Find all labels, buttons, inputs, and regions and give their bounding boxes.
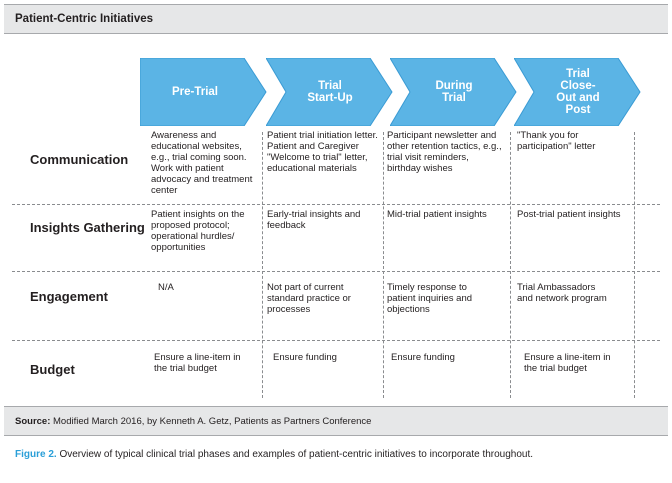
title-bar: Patient-Centric Initiatives <box>4 4 668 34</box>
row-label-budget: Budget <box>30 362 75 377</box>
cell-communication-close-out: "Thank you for participation" letter <box>517 130 596 152</box>
source-text: Source: Modified March 2016, by Kenneth … <box>15 416 371 427</box>
cell-budget-pre-trial: Ensure a line-item in the trial budget <box>154 352 241 374</box>
cell-budget-during: Ensure funding <box>391 352 455 363</box>
row-label-communication: Communication <box>30 152 129 167</box>
row-label-insights-gathering: Insights Gathering <box>30 220 145 235</box>
source-value: Modified March 2016, by Kenneth A. Getz,… <box>53 416 372 427</box>
cell-insights-start-up: Early-trial insights and feedback <box>267 209 361 231</box>
row-divider <box>12 204 660 205</box>
cell-insights-during: Mid-trial patient insights <box>387 209 487 220</box>
caption-text: Overview of typical clinical trial phase… <box>59 449 534 460</box>
cell-engagement-during: Timely response to patient inquiries and… <box>387 282 473 315</box>
figure-title: Patient-Centric Initiatives <box>15 13 154 25</box>
source-label: Source: <box>15 416 51 427</box>
phase-chevron-trial-start-up: Trial Start-Up <box>266 58 394 126</box>
column-divider <box>510 132 511 398</box>
cell-engagement-pre-trial: N/A <box>158 282 174 293</box>
cell-engagement-start-up: Not part of current standard practice or… <box>267 282 351 315</box>
phase-label: Trial Start-Up <box>307 80 353 104</box>
phase-label: During Trial <box>435 80 473 104</box>
phase-label: Pre-Trial <box>171 86 219 98</box>
phase-label: Trial Close- Out and Post <box>556 68 600 116</box>
column-divider <box>634 132 635 398</box>
figure-frame: Patient-Centric Initiatives Pre-Trial Tr… <box>4 4 668 479</box>
phase-chevron-close-out: Trial Close- Out and Post <box>514 58 642 126</box>
cell-communication-start-up: Patient trial initiation letter. Patient… <box>267 130 378 174</box>
column-divider <box>262 132 263 398</box>
cell-budget-start-up: Ensure funding <box>273 352 337 363</box>
cell-communication-pre-trial: Awareness and educational websites, e.g.… <box>151 130 253 196</box>
caption-label: Figure 2. <box>15 449 57 460</box>
cell-engagement-close-out: Trial Ambassadors and network program <box>517 282 607 304</box>
column-divider <box>383 132 384 398</box>
cell-communication-during: Participant newsletter and other retenti… <box>387 130 502 174</box>
figure-caption: Figure 2. Overview of typical clinical t… <box>15 449 533 460</box>
phase-chevron-pre-trial: Pre-Trial <box>140 58 268 126</box>
cell-insights-close-out: Post-trial patient insights <box>517 209 621 220</box>
cell-budget-close-out: Ensure a line-item in the trial budget <box>524 352 611 374</box>
cell-insights-pre-trial: Patient insights on the proposed protoco… <box>151 209 245 253</box>
row-divider <box>12 340 660 341</box>
row-label-engagement: Engagement <box>30 289 109 304</box>
phase-chevron-during-trial: During Trial <box>390 58 518 126</box>
source-bar: Source: Modified March 2016, by Kenneth … <box>4 406 668 436</box>
row-divider <box>12 271 660 272</box>
